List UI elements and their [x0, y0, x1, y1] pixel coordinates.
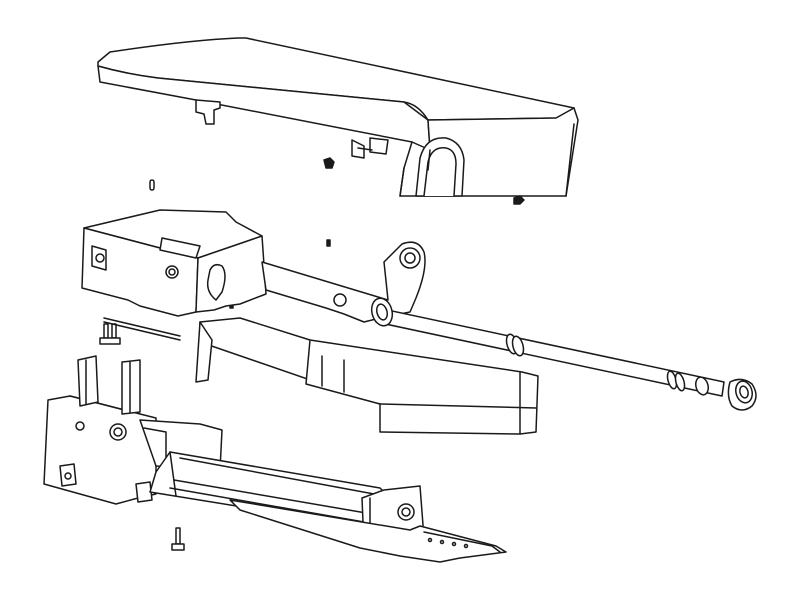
top-cover	[98, 38, 578, 196]
lower-base	[44, 356, 506, 562]
end-bushing	[728, 379, 756, 410]
upper-frame	[82, 210, 538, 434]
platen-shaft	[369, 296, 724, 396]
screws-pins	[100, 158, 524, 550]
